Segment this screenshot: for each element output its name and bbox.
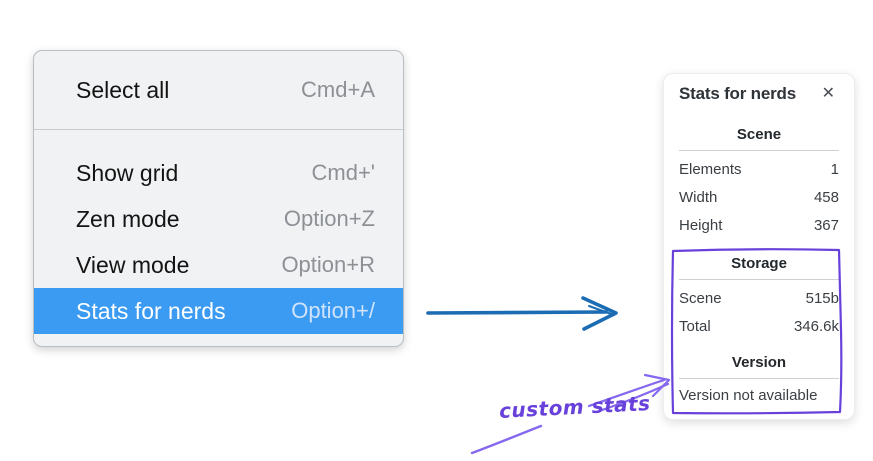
menu-item-shortcut: Option+/ (291, 298, 375, 323)
version-note: Version not available (679, 387, 818, 404)
stat-value: 458 (813, 189, 839, 206)
stats-panel: Stats for nerds ✕ Scene Elements 1 Width… (663, 73, 855, 420)
custom-stats-arrow (587, 373, 671, 414)
custom-stats-underline-stroke (470, 424, 543, 455)
menu-separator (34, 129, 403, 130)
stats-panel-title: Stats for nerds (679, 84, 796, 103)
stat-label: Height (679, 217, 723, 234)
stat-label: Width (679, 189, 718, 206)
stat-row-width: Width 458 (679, 184, 839, 212)
blue-arrow (426, 296, 618, 331)
section-divider (679, 378, 839, 379)
stat-label: Elements (679, 161, 742, 178)
stats-section-version: Version Version not available (679, 352, 839, 408)
menu-item-label: Zen mode (76, 205, 180, 232)
menu-item-select-all[interactable]: Select all Cmd+A (34, 67, 403, 113)
menu-group-top: Select all Cmd+A (34, 51, 403, 129)
stat-value: 1 (830, 161, 839, 178)
menu-item-label: Show grid (76, 159, 179, 186)
section-header: Version (731, 354, 787, 371)
stat-row-total-size: Total 346.6k (679, 313, 839, 341)
menu-item-shortcut: Option+R (281, 252, 375, 277)
stat-value: 367 (813, 217, 839, 234)
stat-label: Scene (679, 290, 722, 307)
section-header: Scene (736, 126, 782, 143)
section-header: Storage (731, 255, 787, 272)
close-icon[interactable]: ✕ (821, 85, 835, 102)
stat-row-height: Height 367 (679, 212, 839, 240)
stat-label: Total (679, 318, 711, 335)
stat-value: 346.6k (793, 318, 839, 335)
stats-section-storage: Storage Scene 515b Total 346.6k (679, 253, 839, 341)
section-divider (679, 150, 839, 151)
menu-item-label: Select all (76, 76, 170, 103)
custom-stats-label: custom stats (498, 391, 652, 423)
menu-item-zen-mode[interactable]: Zen mode Option+Z (34, 196, 403, 242)
stat-value: 515b (805, 290, 839, 307)
stats-panel-titlebar: Stats for nerds ✕ (679, 84, 839, 104)
menu-item-view-mode[interactable]: View mode Option+R (34, 242, 403, 288)
stats-section-scene: Scene Elements 1 Width 458 Height 367 (679, 124, 839, 240)
stat-row-elements: Elements 1 (679, 156, 839, 184)
menu-item-show-grid[interactable]: Show grid Cmd+' (34, 150, 403, 196)
menu-item-stats-for-nerds[interactable]: Stats for nerds Option+/ (34, 288, 403, 334)
context-menu: Select all Cmd+A Show grid Cmd+' Zen mod… (33, 50, 404, 347)
menu-item-shortcut: Option+Z (283, 206, 375, 231)
menu-group-bottom: Show grid Cmd+' Zen mode Option+Z View m… (34, 130, 403, 346)
menu-item-shortcut: Cmd+A (301, 77, 375, 102)
section-divider (679, 279, 839, 280)
stat-row-scene-size: Scene 515b (679, 285, 839, 313)
menu-item-label: Stats for nerds (76, 297, 226, 324)
menu-item-label: View mode (76, 251, 190, 278)
menu-item-shortcut: Cmd+' (311, 160, 376, 185)
